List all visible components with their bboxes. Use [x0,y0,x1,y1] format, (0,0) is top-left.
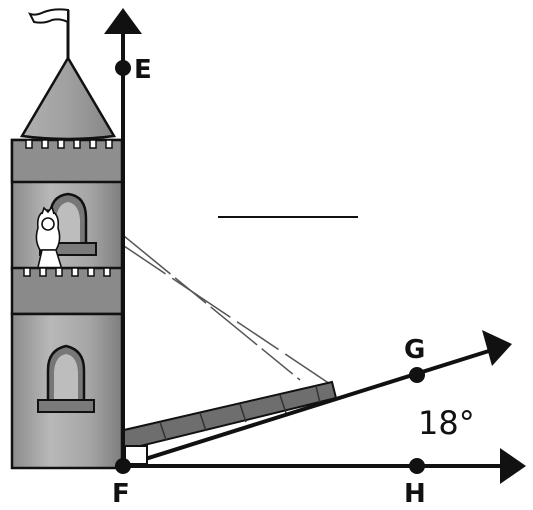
drawbridge [123,235,338,452]
point-g [409,367,425,383]
battlement-merlons [25,139,113,149]
point-e [115,60,131,76]
castle-tower [10,8,124,470]
bridge-chain-upper [123,235,301,381]
ray-fg [122,348,493,468]
arrowhead-g [482,330,512,366]
arrowhead-h [500,448,526,484]
bridge-deck [123,380,338,452]
flag-icon [28,8,70,62]
point-h [409,458,425,474]
label-g: G [404,335,425,365]
right-angle-marker [124,445,148,465]
tower-roof [19,55,117,141]
point-f [115,458,131,474]
arrowhead-e [104,8,142,34]
geometry-lines [121,30,505,468]
angle-label: 18° [418,404,475,442]
label-f: F [112,479,130,509]
label-h: H [404,479,426,509]
bridge-chain-lower [123,245,331,385]
label-e: E [134,55,152,85]
